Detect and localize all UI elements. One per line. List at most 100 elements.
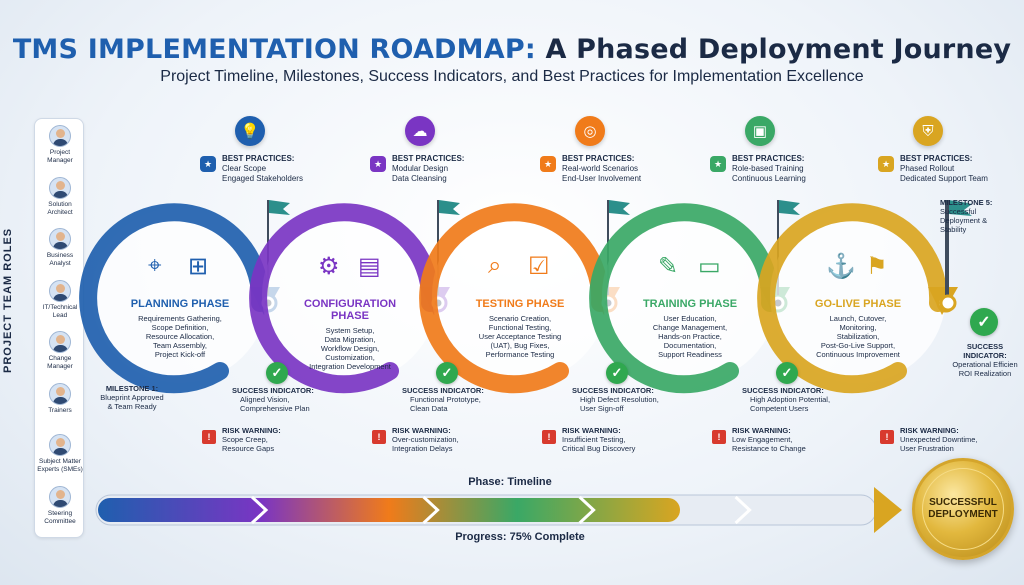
phase-description: System Setup, — [325, 326, 375, 335]
avatar-icon — [49, 228, 71, 250]
phase-symbol-icon: ▤ — [358, 253, 381, 280]
best-practices-item: Dedicated Support Team — [900, 174, 988, 183]
risk-warning-item: Insufficient Testing, — [562, 435, 626, 444]
milestone-flag-icon — [779, 200, 800, 215]
success-indicator-item: Aligned Vision, — [240, 395, 290, 404]
best-practices-item: Modular Design — [392, 164, 449, 173]
best-practice-icon: ★ — [370, 156, 386, 172]
warning-flag-icon: ! — [712, 430, 726, 444]
phase-disc — [262, 207, 438, 383]
team-role-label: Business — [46, 252, 74, 259]
milestone-1: Blueprint Approved — [100, 393, 164, 402]
best-practices-item: End-User Involvement — [562, 174, 642, 183]
phase-arc — [757, 203, 948, 394]
timeline-progress-fill — [98, 498, 680, 522]
team-role-label: Steering — [47, 509, 73, 517]
team-role: Trainers — [35, 382, 85, 415]
milestone-5-line: Deployment & — [940, 216, 988, 225]
warning-flag-icon: ! — [202, 430, 216, 444]
phase-description: Workflow Design, — [320, 344, 380, 353]
phase-description: Continuous Improvement — [816, 350, 900, 359]
phase-description: Hands-on Practice, — [658, 332, 722, 341]
best-practices-label: BEST PRACTICES: — [900, 154, 973, 163]
success-indicator-item: User Sign-off — [580, 404, 624, 413]
milestone-flag-icon — [439, 200, 460, 215]
team-role-label: Experts (SMEs) — [37, 466, 83, 473]
success-indicator-item: Functional Prototype, — [410, 395, 481, 404]
avatar-icon — [49, 331, 71, 353]
milestone-node — [939, 294, 957, 312]
phase-description: (UAT), Bug Fixes, — [490, 341, 550, 350]
phase-description: Customization, — [325, 353, 375, 362]
phase-disc — [432, 207, 608, 383]
risk-warning-item: Unexpected Downtime, — [900, 435, 978, 444]
successful-deployment-seal: SUCCESSFUL DEPLOYMENT — [912, 458, 1014, 560]
check-icon: ✓ — [606, 362, 628, 384]
risk-warning-item: Integration Delays — [392, 444, 453, 453]
phase-description: Change Management, — [652, 323, 728, 332]
phase-description: Documentation, — [663, 341, 717, 350]
phase-name: TRAINING PHASE — [642, 298, 738, 310]
best-practices-item: Data Cleansing — [392, 174, 447, 183]
phase-description: Post-Go-Live Support, — [820, 341, 896, 350]
phase-symbol-icon: ✎ — [658, 253, 679, 280]
phase-symbol-icon: ⚑ — [866, 253, 888, 280]
timeline-chevron — [734, 495, 752, 525]
risk-warning-item: Resistance to Change — [732, 444, 806, 453]
success-indicator-item: High Adoption Potential, — [750, 395, 831, 404]
presentation-icon: ▣ — [745, 116, 775, 146]
phase-arc — [419, 203, 610, 394]
phase-disc — [92, 207, 268, 383]
milestone-1: & Team Ready — [107, 402, 157, 411]
timeline-chevron — [578, 495, 596, 525]
success-indicator-label: SUCCESS INDICATOR: — [232, 386, 314, 395]
check-icon: ✓ — [776, 362, 798, 384]
phase-name: PHASE — [331, 310, 369, 322]
avatar-icon — [49, 434, 71, 456]
phase-description: Stabilization, — [836, 332, 880, 341]
phase-description: Scenario Creation, — [488, 314, 552, 323]
risk-warning-label: RISK WARNING: — [392, 426, 451, 435]
team-role-label: Architect — [47, 208, 73, 216]
phase-name: GO-LIVE PHASE — [814, 298, 902, 310]
best-practice-icon: ★ — [878, 156, 894, 172]
best-practices-label: BEST PRACTICES: — [392, 154, 465, 163]
page-subtitle: Project Timeline, Milestones, Success In… — [160, 68, 864, 85]
phase-symbol-icon: ⌕ — [488, 252, 502, 279]
best-practices-item: Clear Scope — [222, 164, 267, 173]
milestone-5: MILESTONE 5: Successful Deployment & Sta… — [940, 198, 1020, 234]
phase-symbol-icon: ⚙ — [318, 253, 340, 280]
final-check-icon: ✓ — [970, 308, 998, 336]
team-role-label: Manager — [47, 363, 73, 370]
team-role-label: Committee — [44, 517, 76, 525]
phase-name: PLANNING PHASE — [130, 298, 230, 310]
avatar-icon — [49, 125, 71, 147]
phase-symbol-icon: ▭ — [698, 253, 721, 280]
milestone-1: MILESTONE 1: — [105, 384, 159, 393]
target-icon: ◎ — [575, 116, 605, 146]
title-part-2: A Phased Deployment Journey — [545, 34, 1012, 65]
team-role-label: IT/Technical — [42, 303, 78, 311]
best-practices-item: Engaged Stakeholders — [222, 174, 303, 183]
best-practices-item: Role-based Training — [732, 164, 804, 173]
phase-description: Requirements Gathering, — [138, 314, 222, 323]
best-practice-icon: ★ — [540, 156, 556, 172]
timeline-label: Phase: Timeline — [468, 476, 552, 488]
best-practice-icon: ★ — [710, 156, 726, 172]
warning-flag-icon: ! — [880, 430, 894, 444]
cloud-gear-icon: ☁ — [405, 116, 435, 146]
best-practices-item: Real-world Scenarios — [562, 164, 639, 173]
seal-line: SUCCESSFUL — [929, 497, 997, 508]
phase-description: Scope Definition, — [151, 323, 209, 332]
phase-arc — [79, 203, 270, 394]
team-role-label: Project — [49, 149, 71, 156]
phase-description: Resource Allocation, — [145, 332, 215, 341]
best-practices-label: BEST PRACTICES: — [222, 154, 295, 163]
